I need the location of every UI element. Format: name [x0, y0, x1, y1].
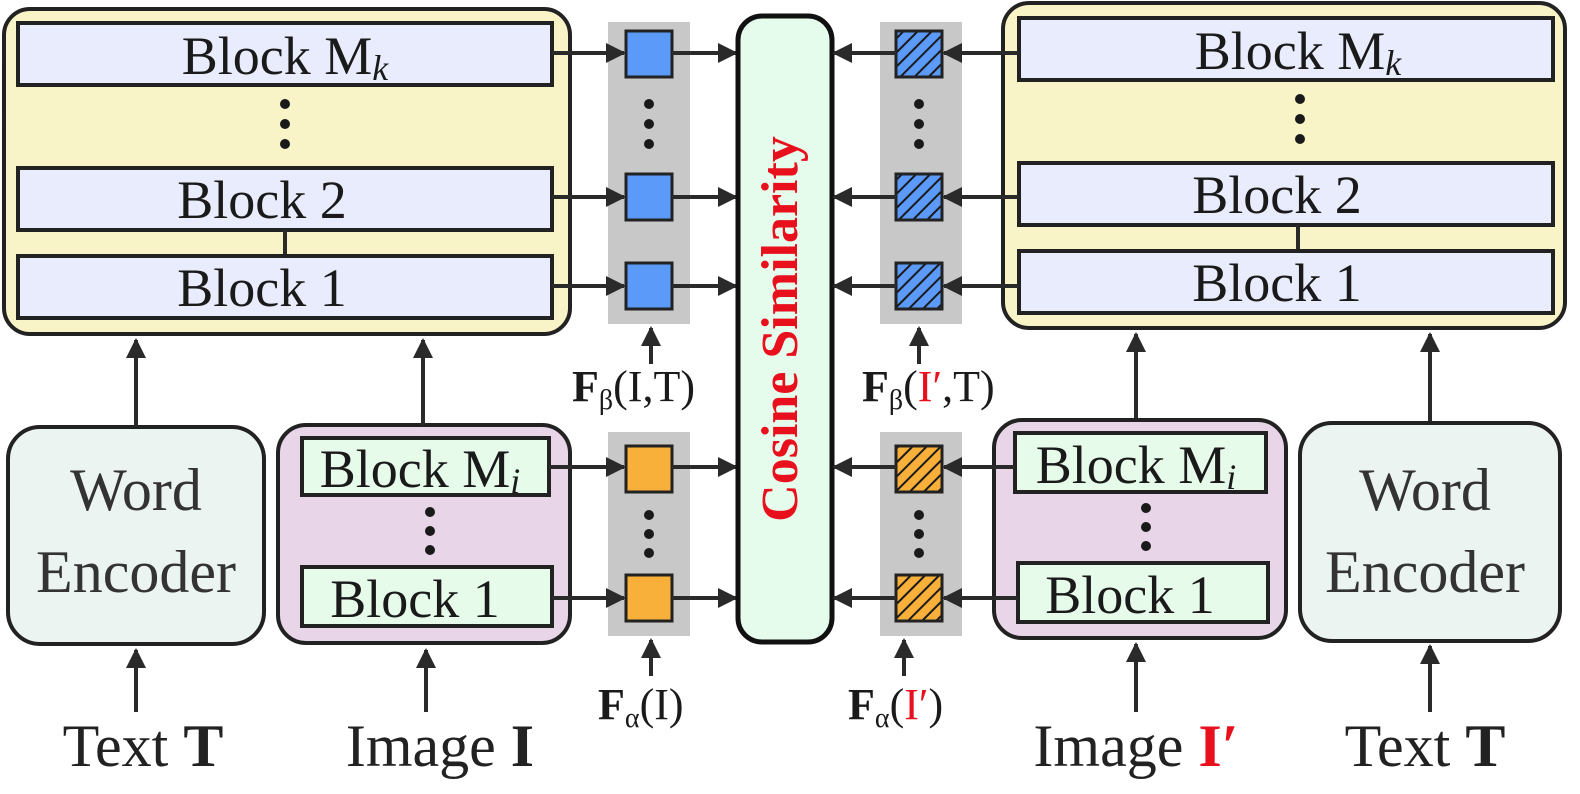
right-branch: Block Mk Block 2 Block 1 Block Mi — [832, 1, 1567, 779]
svg-text:Block Mi: Block Mi — [320, 439, 521, 501]
right-fusion-vertical-ellipsis — [1295, 94, 1305, 144]
svg-text:Block 2: Block 2 — [177, 170, 347, 230]
svg-text:Block Mk: Block Mk — [1195, 21, 1403, 83]
right-image-input-label: Image I′ — [1033, 713, 1238, 779]
left-text-input-label: Text T — [63, 713, 224, 779]
left-beta-ellipsis — [644, 99, 654, 149]
right-image-vertical-ellipsis — [1141, 503, 1151, 551]
svg-text:Block 1: Block 1 — [1045, 565, 1215, 625]
svg-text:Block Mi: Block Mi — [1036, 435, 1237, 497]
cosine-similarity-label: Cosine Similarity — [752, 136, 809, 522]
svg-text:Block 1: Block 1 — [330, 569, 500, 629]
left-image-input-label: Image I — [346, 713, 534, 779]
right-alpha-ellipsis — [914, 510, 924, 558]
svg-text:Block Mk: Block Mk — [182, 26, 390, 88]
left-image-block-1: Block 1 — [300, 565, 554, 629]
left-fusion-vertical-ellipsis — [280, 99, 290, 149]
right-image-block-1: Block 1 — [1016, 561, 1270, 625]
right-alpha-feature-mi — [894, 444, 944, 494]
right-alpha-label: Fα(I′) — [848, 680, 943, 734]
right-image-block-mi: Block Mi — [1013, 431, 1268, 497]
left-alpha-ellipsis — [644, 510, 654, 558]
right-fusion-block-mk: Block Mk — [1017, 16, 1555, 83]
svg-text:Encoder: Encoder — [36, 539, 236, 605]
left-beta-feature-2 — [624, 172, 674, 222]
right-word-encoder: Word Encoder — [1298, 421, 1562, 643]
right-beta-feature-2 — [894, 172, 944, 222]
right-beta-feature-1 — [894, 261, 944, 311]
right-alpha-feature-1 — [894, 573, 944, 623]
left-alpha-label: Fα(I) — [598, 680, 684, 734]
svg-text:Block 1: Block 1 — [177, 258, 347, 318]
cosine-similarity-module: Cosine Similarity — [735, 13, 835, 645]
left-fusion-block-2: Block 2 — [16, 166, 554, 232]
svg-text:Block 1: Block 1 — [1192, 253, 1362, 313]
right-fusion-block-2: Block 2 — [1017, 161, 1555, 227]
svg-text:Word: Word — [70, 457, 202, 523]
left-alpha-feature-mi — [624, 444, 674, 494]
right-beta-label: Fβ(I′,T) — [862, 362, 995, 416]
left-fusion-block-1: Block 1 — [16, 254, 554, 320]
left-branch: Block Mk Block 2 Block 1 Word Encoder Bl… — [2, 7, 738, 779]
right-fusion-block-1: Block 1 — [1017, 249, 1555, 315]
left-image-vertical-ellipsis — [425, 507, 435, 555]
svg-text:Block 2: Block 2 — [1192, 165, 1362, 225]
left-beta-feature-1 — [624, 261, 674, 311]
svg-text:Word: Word — [1359, 457, 1491, 523]
right-beta-feature-mk — [894, 29, 944, 79]
left-beta-feature-mk — [624, 29, 674, 79]
svg-text:Encoder: Encoder — [1325, 539, 1525, 605]
left-word-encoder: Word Encoder — [6, 425, 266, 646]
right-text-input-label: Text T — [1345, 713, 1506, 779]
right-beta-ellipsis — [914, 99, 924, 149]
left-fusion-block-mk: Block Mk — [16, 21, 554, 88]
left-beta-label: Fβ(I,T) — [572, 362, 695, 416]
left-image-block-mi: Block Mi — [300, 436, 551, 501]
left-alpha-feature-1 — [624, 573, 674, 623]
